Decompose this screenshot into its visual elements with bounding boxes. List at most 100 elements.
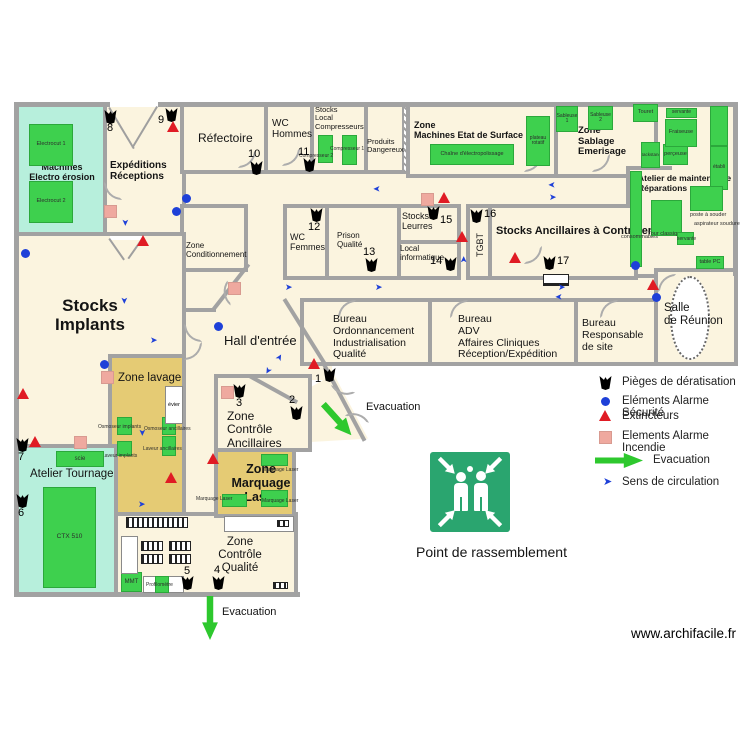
rat-trap-icon [599, 376, 612, 390]
trap-number: 17 [557, 255, 570, 267]
label-refectoire: Réfectoire [198, 131, 253, 145]
equipment-label-osmoseur-ancillaires: Osmoseur ancillaires [144, 426, 191, 432]
desk-icon [141, 554, 163, 564]
label-atelier-tournage: Atelier Tournage [30, 468, 114, 480]
extinguisher-icon [599, 410, 611, 421]
fire-alarm-icon [221, 386, 234, 399]
extinguisher-icon [438, 192, 450, 203]
trap-number: 12 [308, 221, 321, 233]
equipment-perceuse: perçeuse [663, 144, 688, 165]
equipment-servante-bas [677, 232, 694, 245]
label-stocks-local-compresseurs: Stocks Local Compresseurs [315, 105, 364, 131]
label-zone-conditionnement: Zone Conditionnement [186, 241, 247, 259]
trap-number: 4 [214, 564, 221, 576]
circulation-arrow-icon: ➤ [549, 192, 557, 202]
label-produits-dangereux: Produits Dangereux [367, 137, 404, 155]
circulation-arrow-icon: ➤ [375, 282, 383, 292]
circulation-arrow-icon: ➤ [458, 255, 469, 264]
extinguisher-icon [308, 358, 320, 369]
person-icon [476, 471, 486, 481]
extinguisher-icon [137, 235, 149, 246]
label-salle-reunion: Salle de Réunion [664, 302, 723, 327]
trap-number: 7 [18, 451, 25, 463]
rat-trap-icon [16, 438, 29, 452]
equipment-table-pc: table PC [696, 256, 724, 269]
door-gap [110, 102, 158, 107]
desk-icon [169, 541, 191, 551]
rat-trap-icon [212, 576, 225, 590]
label-zone-sablage: Zone Sablage Emerisage [578, 125, 627, 158]
evacuation-label-bottom: Evacuation [222, 606, 277, 618]
extinguisher-icon [167, 121, 179, 132]
equipment-fraiseuse: Fraiseuse [665, 119, 697, 147]
rat-trap-icon [444, 257, 457, 271]
extinguisher-icon [165, 472, 177, 483]
desk-icon [141, 541, 163, 551]
trap-number: 1 [315, 373, 322, 385]
equipment-marquage-laser-c [261, 490, 288, 507]
trap-number: 11 [298, 146, 310, 158]
rat-trap-icon [181, 576, 194, 590]
wall-outer-right [733, 102, 738, 276]
label-atelier-maintenance: Atelier de maintenance Réparations [638, 173, 732, 193]
equipment-marquage-laser-a [261, 454, 288, 466]
assembly-point-icon [430, 452, 510, 532]
extinguisher-icon [647, 279, 659, 290]
fire-alarm-icon [421, 193, 434, 206]
rat-trap-icon [543, 256, 556, 270]
trap-number: 15 [440, 214, 453, 226]
legend-item-label: Pièges de dératisation [622, 376, 736, 388]
circulation-arrow-icon: ➤ [150, 335, 158, 345]
extinguisher-icon [456, 231, 468, 242]
rat-trap-icon [16, 494, 29, 508]
cabinet-icon [121, 536, 138, 574]
label-tgbt: TGBT [474, 233, 485, 258]
equipment-backstand: Backstand [641, 142, 660, 168]
equipment-label-marquage-laser-a: Marquage Laser [262, 467, 299, 473]
equipment-label-poste-souder: poste à souder [690, 212, 727, 218]
label-local-informatique: Local informatique [400, 244, 445, 262]
trap-number: 3 [236, 397, 243, 409]
fire-alarm-icon [101, 371, 114, 384]
room-bureau-responsable [574, 298, 658, 366]
extinguisher-icon [509, 252, 521, 263]
trap-number: 9 [158, 114, 165, 126]
equipment-label-compresseur2: Compresseur 2 [299, 153, 334, 159]
equipment-label-laveur-implants: Laveur implants [102, 453, 138, 459]
rat-trap-icon [165, 108, 178, 122]
evacuation-arrow-icon [595, 453, 643, 468]
equipment-chaine-electropolissage: Chaîne d'électropolissage [430, 144, 514, 165]
equipment-plateau-rotatif: plateau rotatif [526, 116, 550, 166]
circulation-arrow-icon: ➤ [548, 180, 556, 190]
label-zone-lavage: Zone lavage [118, 372, 182, 384]
room-stocks-ancillaires [488, 204, 638, 280]
security-alarm-icon [214, 322, 223, 331]
legend-item-label: Sens de circulation [622, 476, 720, 488]
rat-trap-icon [303, 158, 316, 172]
circulation-arrow-icon: ➤ [120, 218, 131, 227]
equipment-sableuse1: Sableuse 1 [556, 106, 578, 132]
trap-number: 5 [184, 565, 191, 577]
label-hall-entree: Hall d'entrée [224, 333, 297, 348]
equipment-electrocut2: Electrocut 2 [29, 181, 73, 223]
extinguisher-icon [207, 453, 219, 464]
rat-trap-icon [233, 384, 246, 398]
label-bureau-adv: Bureau ADV Affaires Cliniques Réception/… [458, 313, 558, 361]
equipment-tour-classique [651, 200, 682, 236]
meeting-table [670, 276, 710, 360]
equipment-mmt: MMT [121, 572, 142, 592]
label-zone-controle-qualite: Zone Contrôle Qualité [218, 536, 262, 574]
label-stocks-implants: Stocks Implants [55, 296, 125, 335]
security-alarm-icon [21, 249, 30, 258]
workbench-icon [126, 517, 188, 528]
circulation-arrow-icon: ➤ [558, 282, 566, 292]
equipment-etabli: établi [710, 146, 728, 190]
label-wc-hommes: WC Hommes [272, 118, 313, 141]
trap-number: 6 [18, 507, 25, 519]
evacuation-label-hall: Evacuation [366, 401, 421, 413]
equipment-label-marquage-laser-b: Marquage Laser [196, 496, 233, 502]
rat-trap-icon [323, 368, 336, 382]
equipment-osmoseur-implants [117, 417, 132, 435]
small-equipment-icon [277, 520, 289, 527]
